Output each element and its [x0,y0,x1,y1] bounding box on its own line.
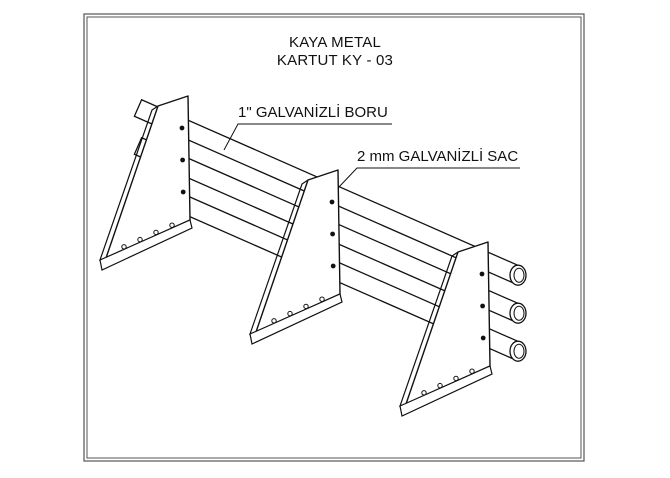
sheet-callout-leader [337,167,520,189]
end-plate-left-bolt-hole [153,229,159,236]
end-plate-left-side-hole [179,125,185,131]
drawing-title-model: KARTUT KY - 03 [276,52,394,69]
middle-plate-side-hole [329,199,335,205]
middle-plate-bolt-hole [271,318,277,324]
outer-border [83,13,585,462]
end-plate-right-side-hole [479,271,485,277]
middle-plate-side-hole [330,231,336,237]
middle-plate-bolt-hole [287,310,293,317]
end-plate-right-side-hole [480,303,486,309]
end-plate-left-bolt-hole [137,236,143,243]
end-plate-right-side-hole [480,335,486,341]
middle-plate-flange [249,293,343,345]
end-plate-right-bolt-hole [421,390,427,396]
end-plate-left-bolt-hole [169,222,175,228]
end-plate-left-flange [99,219,193,271]
inner-border [86,16,582,459]
pipe-callout-leader [223,123,392,151]
middle-plate-bolt-hole [319,296,325,302]
end-plate-right-bolt-hole [437,382,443,389]
end-plate-right-flange [399,365,493,417]
end-plate-right-bolt-hole [453,375,459,382]
middle-plate-side-hole [330,263,336,269]
middle-plate-bolt-hole [303,303,309,310]
end-plate-right-bolt-hole [469,368,475,374]
pipe-row-3-end-inner [513,343,525,359]
end-plate-left-side-hole [180,189,186,195]
pipe-row-1-end-inner [513,267,525,283]
end-plate-left-bolt-hole [121,244,127,250]
pipe-callout-label: 1" GALVANİZLİ BORU [238,104,388,121]
sheet-callout-label: 2 mm GALVANİZLİ SAC [357,148,519,165]
drawing-title-company: KAYA METAL [288,34,382,51]
pipe-row-2-end-inner [513,305,525,321]
rack-assembly [99,95,527,417]
end-plate-left-side-hole [180,157,186,163]
